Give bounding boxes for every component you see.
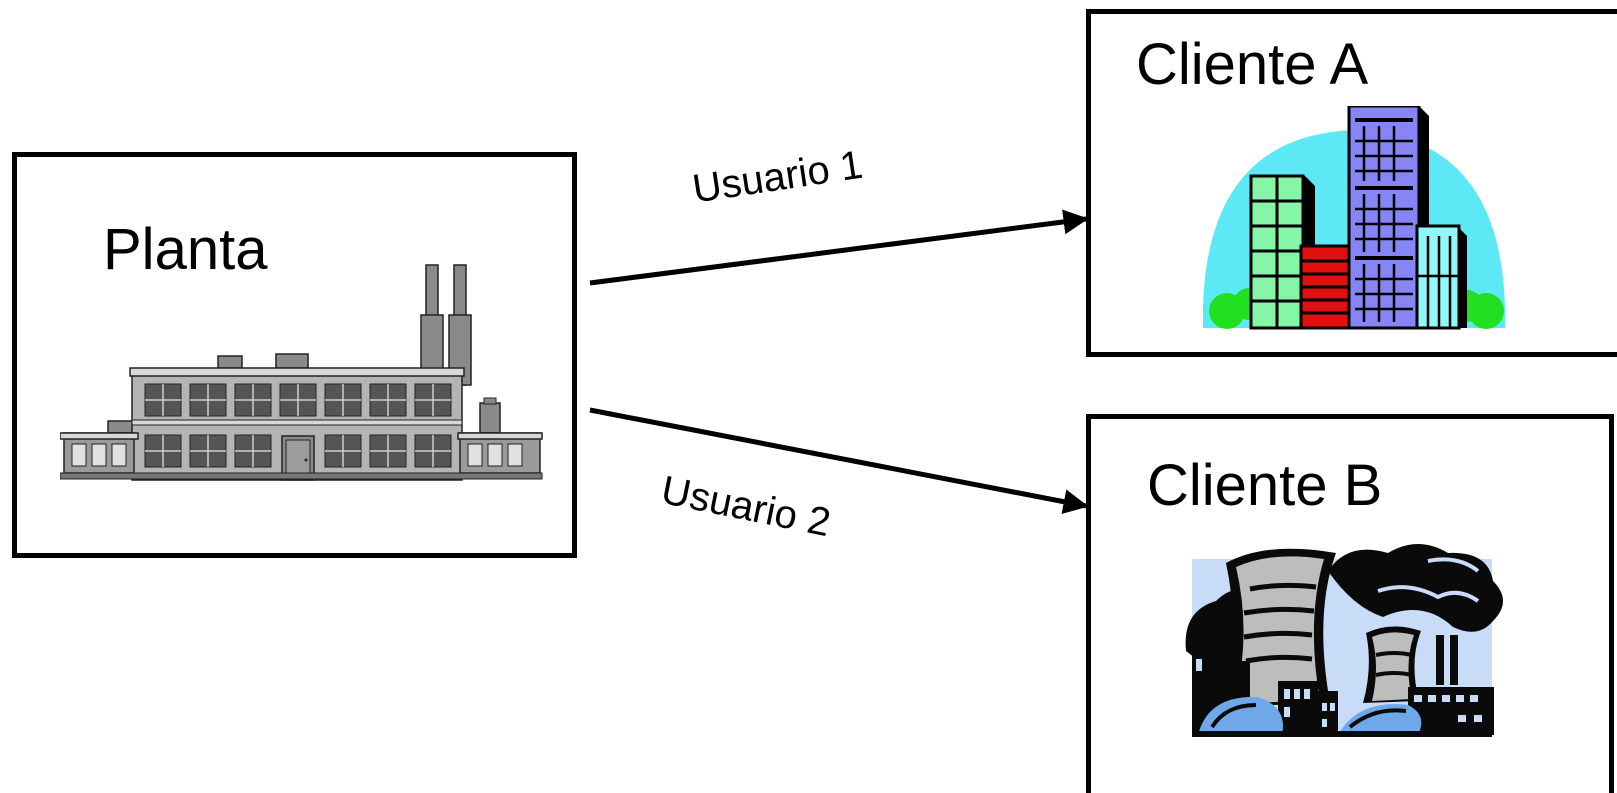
office-buildings-icon bbox=[1202, 106, 1506, 330]
industrial-city-icon bbox=[1185, 544, 1503, 737]
edge-arrow-usuario-2 bbox=[589, 407, 1089, 514]
node-label-cliente-a: Cliente A bbox=[1136, 32, 1369, 97]
node-label-planta: Planta bbox=[103, 217, 268, 282]
node-planta: Planta bbox=[12, 152, 577, 558]
factory-icon bbox=[60, 264, 543, 481]
node-cliente-b: Cliente B bbox=[1086, 414, 1614, 793]
node-label-cliente-b: Cliente B bbox=[1147, 453, 1383, 518]
node-cliente-a: Cliente A bbox=[1086, 9, 1617, 357]
edge-arrow-usuario-1 bbox=[589, 209, 1089, 286]
